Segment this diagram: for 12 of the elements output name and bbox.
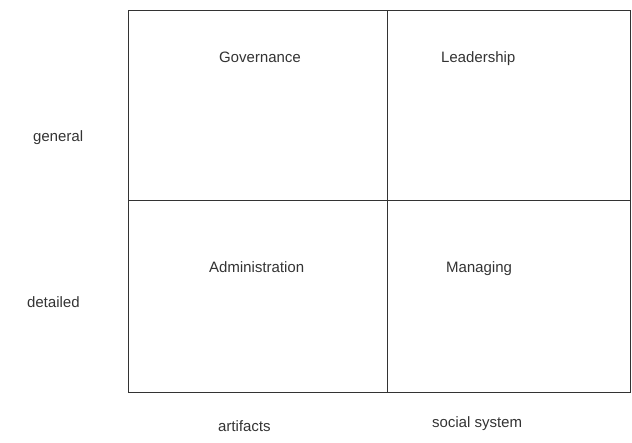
quadrant-title: Administration xyxy=(209,259,304,276)
matrix-cell xyxy=(128,10,388,201)
quadrant-title: Managing xyxy=(446,259,512,276)
row-label: general xyxy=(33,128,84,145)
column-label: artifacts xyxy=(218,418,271,435)
matrix-cell xyxy=(387,200,631,393)
column-label: social system xyxy=(432,414,522,431)
quadrant-title: Leadership xyxy=(441,49,516,66)
matrix-cell xyxy=(128,200,388,393)
quadrant-title: Governance xyxy=(219,49,301,66)
row-label: detailed xyxy=(27,294,80,311)
matrix-cell xyxy=(387,10,631,201)
